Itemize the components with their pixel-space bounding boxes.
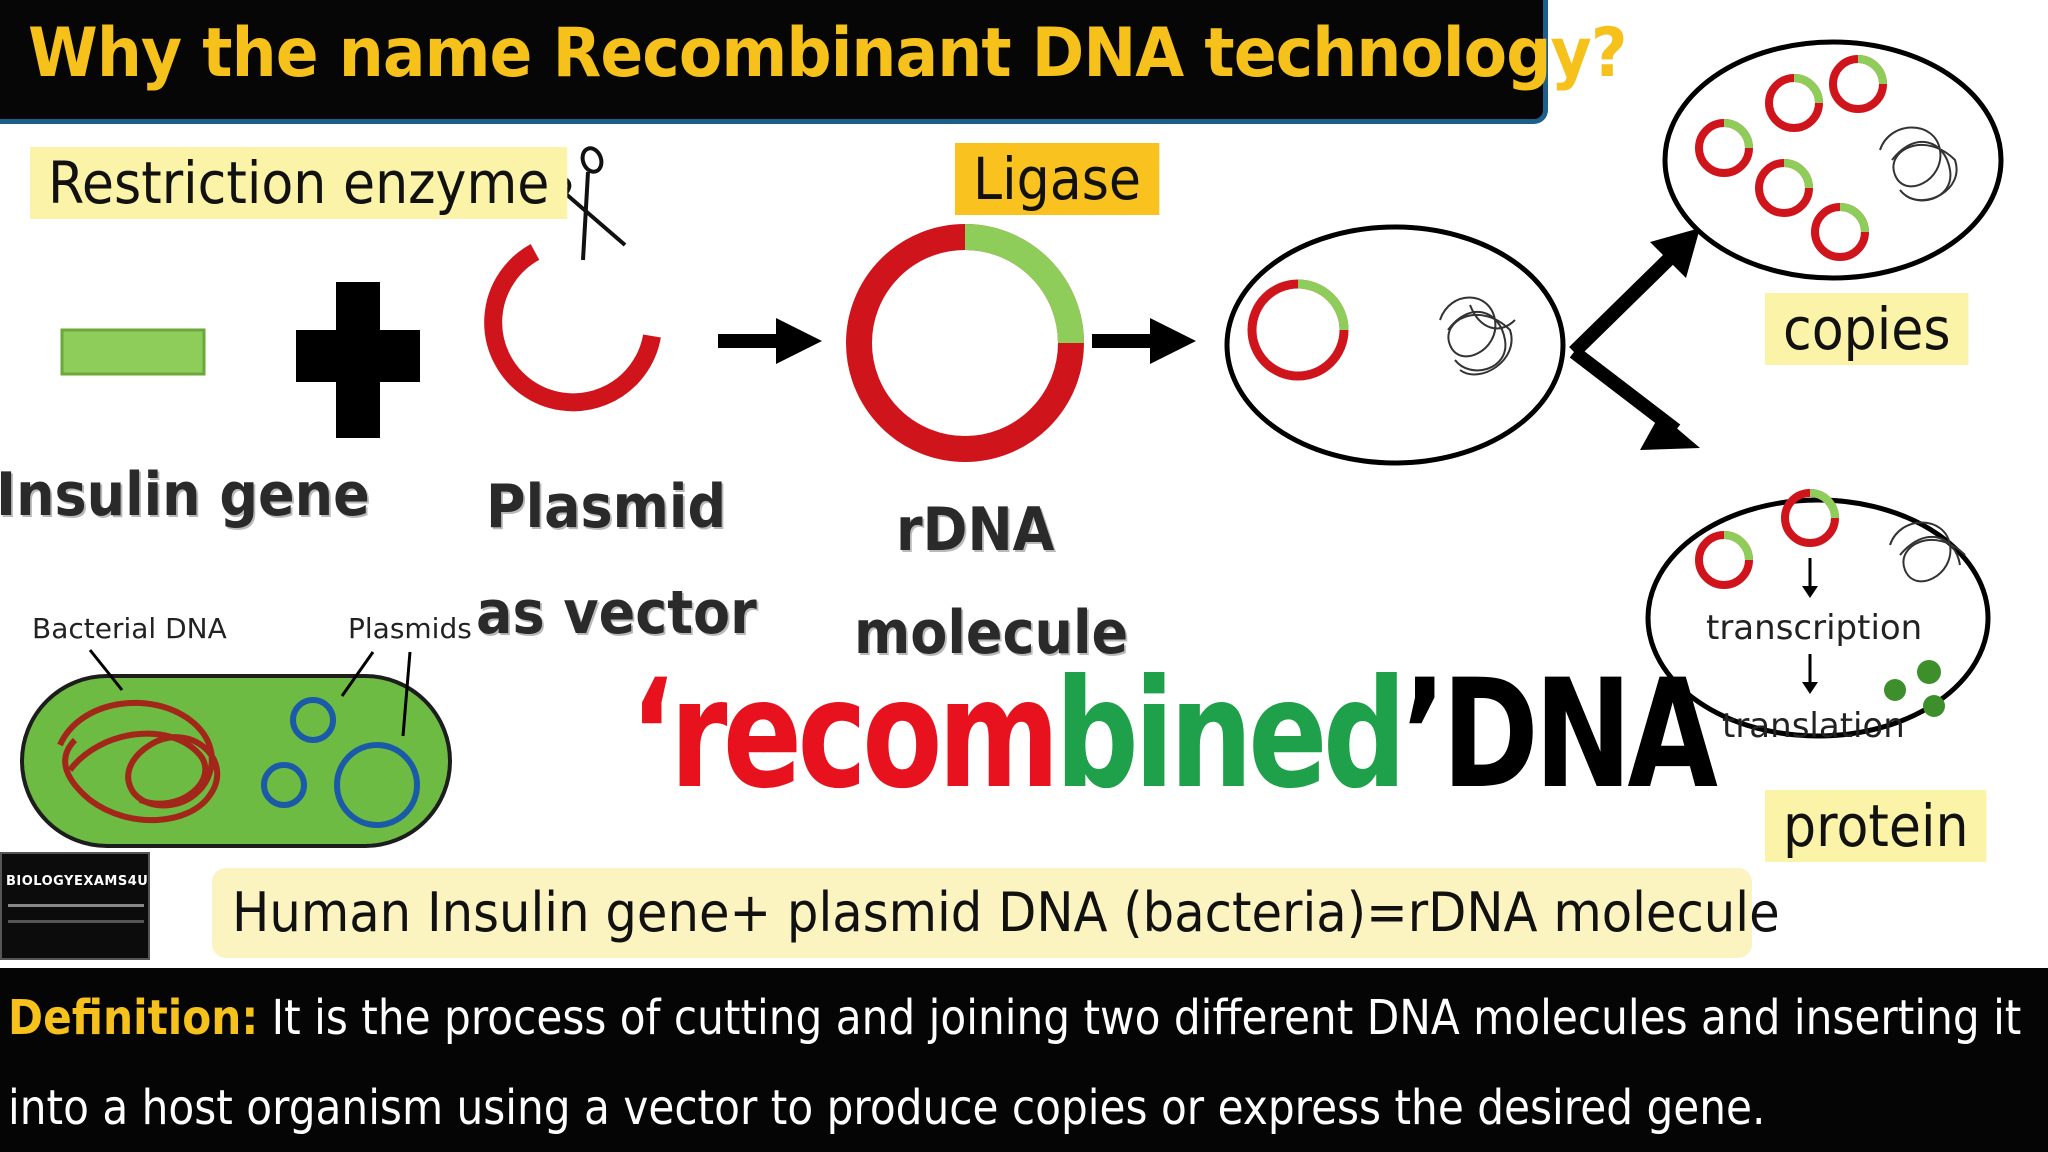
restriction-enzyme-tag: Restriction enzyme: [30, 147, 567, 219]
arrow-to-protein: [1574, 352, 1700, 450]
recombined-dna-part: DNA: [1442, 648, 1714, 822]
recombined-red-part: recom: [670, 648, 1055, 822]
cut-plasmid: [493, 252, 652, 402]
plasmid-label: Plasmid: [486, 472, 726, 542]
insulin-gene-label: Insulin gene: [0, 460, 370, 530]
equation-box: Human Insulin gene+ plasmid DNA (bacteri…: [212, 868, 1752, 958]
rdna-label: rDNA: [896, 495, 1054, 565]
channel-logo: BIOLOGYEXAMS4U: [0, 852, 150, 960]
arrow-plasmid-to-rdna: [718, 318, 822, 364]
bacterial-dna-label: Bacterial DNA: [32, 612, 227, 645]
arrow-rdna-to-cell: [1092, 318, 1196, 364]
ligase-tag: Ligase: [955, 143, 1159, 215]
recombined-close-quote: ’: [1402, 648, 1442, 822]
insulin-gene-bar: [62, 330, 204, 374]
host-cell: [1227, 227, 1563, 463]
definition-text-1: It is the process of cutting and joining…: [258, 990, 2021, 1046]
transcription-label: transcription: [1706, 608, 1922, 648]
arrow-to-copies: [1574, 228, 1700, 352]
plus-sign-horizontal: [296, 330, 420, 382]
protein-tag: protein: [1765, 790, 1987, 862]
logo-divider: [8, 904, 144, 907]
recombined-dna-heading: ‘recombined’DNA: [630, 660, 1713, 810]
logo-text: BIOLOGYEXAMS4U: [6, 874, 148, 889]
bacterium-body: [22, 676, 450, 846]
recombined-open-quote: ‘: [630, 648, 670, 822]
plasmids-label: Plasmids: [348, 612, 472, 645]
logo-divider-2: [8, 920, 144, 923]
equation-text: Human Insulin gene+ plasmid DNA (bacteri…: [232, 868, 1780, 958]
definition-label: Definition:: [8, 990, 258, 1046]
copies-tag: copies: [1765, 293, 1969, 365]
definition-line-1: Definition: It is the process of cutting…: [8, 990, 2021, 1046]
recombined-green-part: bined: [1055, 648, 1402, 822]
as-vector-label: as vector: [476, 578, 757, 648]
definition-line-2: into a host organism using a vector to p…: [8, 1080, 1765, 1136]
rdna-ring-green: [965, 237, 1071, 343]
translation-label: translation: [1722, 706, 1905, 746]
